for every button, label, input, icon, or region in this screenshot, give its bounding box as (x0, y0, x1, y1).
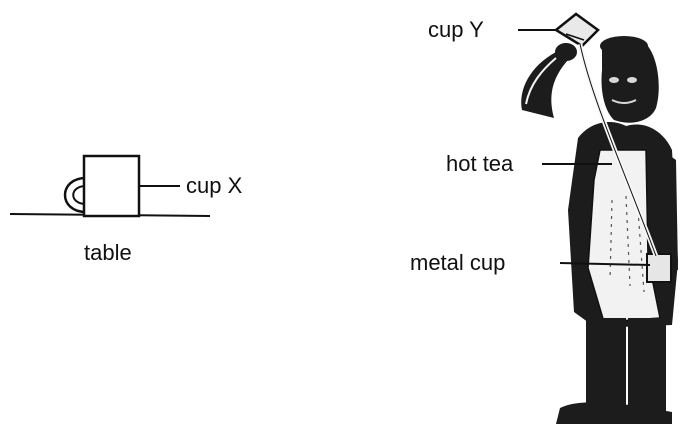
metal-cup-label: metal cup (410, 250, 506, 275)
lower-arm (660, 150, 678, 270)
cup-y (553, 12, 600, 48)
left-figure (9, 154, 211, 218)
cup-x-handle-inner (72, 185, 87, 205)
head (601, 44, 659, 123)
tea-pourer-figure (518, 12, 678, 424)
hot-tea-label: hot tea (446, 151, 514, 176)
cup-y-label: cup Y (428, 17, 484, 42)
cup-x-handle (63, 176, 87, 214)
cup-x-label: cup X (186, 173, 243, 198)
metal-cup-leader (559, 262, 651, 266)
table-label: table (84, 240, 132, 265)
feet (556, 402, 672, 424)
headwrap (600, 36, 648, 56)
left-leg (586, 318, 626, 416)
metal-cup (646, 253, 672, 283)
raised-arm (521, 52, 568, 118)
right-leg (628, 318, 666, 416)
cup-x (82, 154, 141, 218)
hand (555, 43, 577, 61)
